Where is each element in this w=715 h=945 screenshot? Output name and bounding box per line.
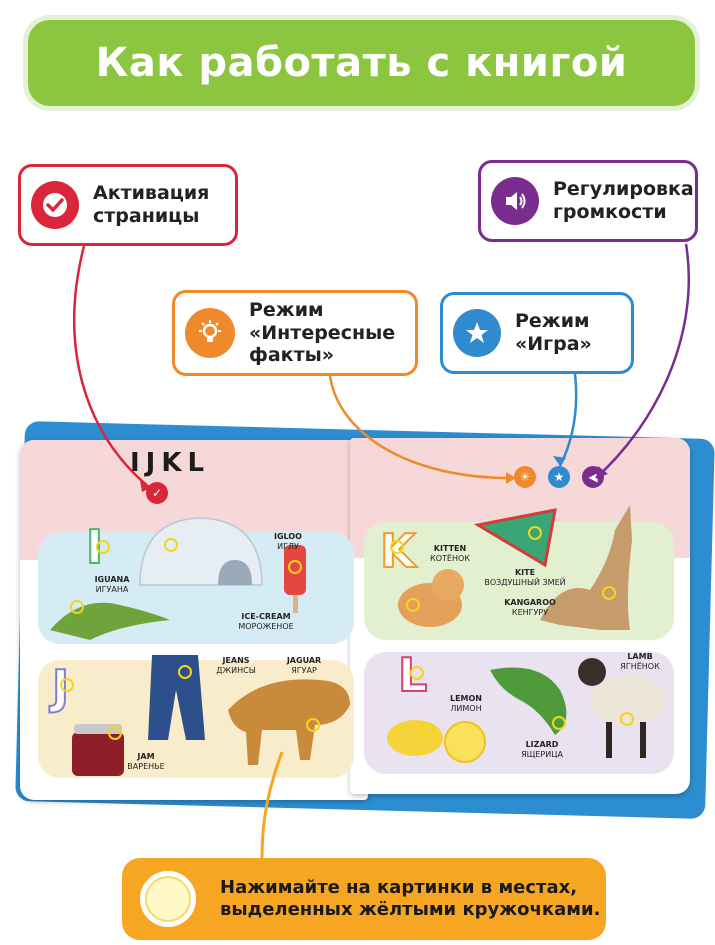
hotspot-lizard[interactable] [552,716,566,730]
facts-mode-lightbulb-icon[interactable]: ☀ [514,466,536,488]
yellow-circle-icon [140,871,196,927]
hotspot-jaguar[interactable] [306,718,320,732]
callout-game-mode: Режим«Игра» [440,292,634,374]
lightbulb-icon [185,308,235,358]
book-header-letters: IJKL [130,448,211,478]
hotspot-letter-k[interactable] [390,540,404,554]
hotspot-igloo[interactable] [164,538,178,552]
instruction-text: Нажимайте на картинки в местах, выделенн… [220,876,601,921]
hotspot-kangaroo[interactable] [602,586,616,600]
hotspot-kitten[interactable] [406,598,420,612]
page-activation-check-icon[interactable]: ✓ [146,482,168,504]
hotspot-ice-cream[interactable] [288,560,302,574]
star-icon [453,309,501,357]
instruction-banner: Нажимайте на картинки в местах, выделенн… [122,858,606,940]
callout-game-label: Режим«Игра» [515,310,592,355]
hotspot-jeans[interactable] [178,665,192,679]
title-banner: Как работать с книгой [28,20,695,106]
hotspot-letter-i[interactable] [96,540,110,554]
page-title: Как работать с книгой [95,40,628,86]
hotspot-jam[interactable] [108,726,122,740]
game-mode-star-icon[interactable]: ★ [548,466,570,488]
speaker-icon [491,177,539,225]
hotspot-iguana[interactable] [70,600,84,614]
hotspot-lemon[interactable] [420,722,434,736]
letter-i: I [85,519,104,575]
hotspot-letter-j[interactable] [60,678,74,692]
check-icon [31,181,79,229]
hotspot-lamb[interactable] [620,712,634,726]
hotspot-letter-l[interactable] [410,666,424,680]
hotspot-kite[interactable] [528,526,542,540]
